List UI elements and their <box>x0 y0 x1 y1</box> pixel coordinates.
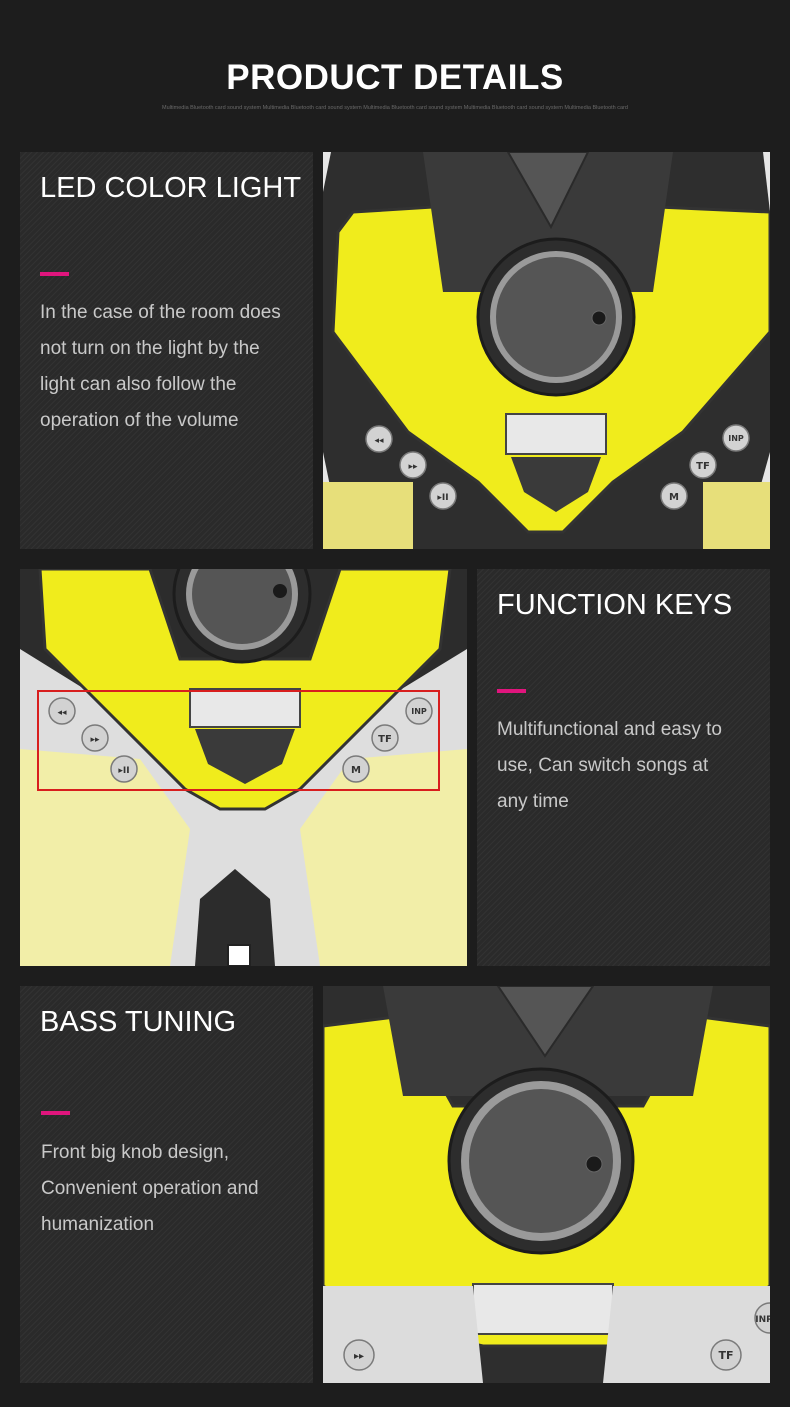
section-description: Front big knob design, Convenient operat… <box>41 1135 259 1243</box>
svg-text:▸II: ▸II <box>118 766 129 776</box>
svg-text:▸▸: ▸▸ <box>408 462 418 472</box>
speaker-photo-middle: ◂◂ ▸▸ ▸II INP TF M <box>20 569 467 966</box>
svg-text:TF: TF <box>378 734 392 745</box>
description-line: Multifunctional and easy to <box>497 719 722 740</box>
svg-text:◂◂: ◂◂ <box>57 708 67 718</box>
svg-text:◂◂: ◂◂ <box>374 436 384 446</box>
page-header: PRODUCT DETAILS Multimedia Bluetooth car… <box>0 0 790 150</box>
speaker-photo-bottom: ▸▸ TF INP <box>323 986 770 1383</box>
prev-track-button-icon: ◂◂ <box>48 697 76 725</box>
svg-text:▸▸: ▸▸ <box>90 735 100 745</box>
bass-tuning-panel: BASS TUNING Front big knob design, Conve… <box>20 986 313 1383</box>
highlight-box <box>37 690 440 791</box>
page-subtitle: Multimedia Bluetooth card sound system M… <box>162 105 628 111</box>
description-line: operation of the volume <box>40 410 239 431</box>
section-heading: LED COLOR LIGHT <box>40 172 302 204</box>
page-title: PRODUCT DETAILS <box>226 58 564 97</box>
section-heading: FUNCTION KEYS <box>497 589 733 621</box>
description-line: In the case of the room does <box>40 302 281 323</box>
next-track-button-icon: ▸▸ <box>81 724 109 752</box>
description-line: any time <box>497 791 569 812</box>
accent-bar <box>40 272 69 276</box>
input-button-icon: INP <box>754 1302 770 1334</box>
tf-button-icon: TF <box>710 1339 742 1371</box>
accent-bar <box>497 689 526 693</box>
tf-button-icon: TF <box>371 724 399 752</box>
input-button-icon: INP <box>722 424 750 452</box>
input-button-icon: INP <box>405 697 433 725</box>
description-line: Convenient operation and <box>41 1178 259 1199</box>
next-track-button-icon: ▸▸ <box>399 451 427 479</box>
speaker-photo-top: ◂◂ ▸▸ ▸II INP TF M <box>323 152 770 549</box>
svg-text:▸▸: ▸▸ <box>354 1351 364 1362</box>
play-pause-button-icon: ▸II <box>429 482 457 510</box>
section-description: Multifunctional and easy to use, Can swi… <box>497 712 722 820</box>
accent-bar <box>41 1111 70 1115</box>
tf-button-icon: TF <box>689 451 717 479</box>
description-line: not turn on the light by the <box>40 338 260 359</box>
prev-track-button-icon: ◂◂ <box>365 425 393 453</box>
section-heading: BASS TUNING <box>40 1006 237 1038</box>
section-description: In the case of the room does not turn on… <box>40 295 281 439</box>
svg-text:TF: TF <box>718 1349 733 1362</box>
play-pause-button-icon: ▸II <box>110 755 138 783</box>
led-color-light-panel: LED COLOR LIGHT In the case of the room … <box>20 152 313 549</box>
svg-text:M: M <box>351 765 361 776</box>
svg-text:INP: INP <box>728 434 744 443</box>
svg-text:INP: INP <box>411 707 427 716</box>
description-line: light can also follow the <box>40 374 237 395</box>
description-line: Front big knob design, <box>41 1142 230 1163</box>
svg-text:TF: TF <box>696 461 710 472</box>
mode-button-icon: M <box>342 755 370 783</box>
svg-text:▸II: ▸II <box>437 493 448 503</box>
svg-text:M: M <box>669 492 679 503</box>
next-track-button-icon: ▸▸ <box>343 1339 375 1371</box>
function-keys-panel: FUNCTION KEYS Multifunctional and easy t… <box>477 569 770 966</box>
mode-button-icon: M <box>660 482 688 510</box>
svg-text:INP: INP <box>755 1315 770 1325</box>
description-line: use, Can switch songs at <box>497 755 709 776</box>
description-line: humanization <box>41 1214 155 1235</box>
